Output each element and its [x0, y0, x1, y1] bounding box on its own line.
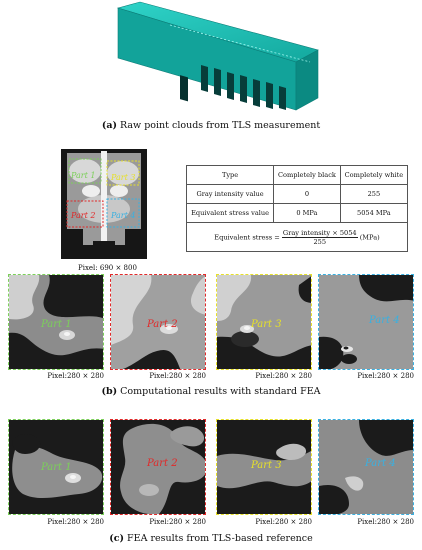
overview-label-part4: Part 4: [111, 211, 136, 220]
table-cell: 0: [273, 184, 341, 204]
caption-b: (b) Computational results with standard …: [101, 386, 321, 397]
formula-lhs: Equivalent stress =: [214, 233, 280, 241]
pixel-label-b3: Pixel:280 × 280: [255, 372, 312, 380]
stress-conversion-table: Type Completely black Completely white G…: [185, 165, 409, 252]
table-cell: Gray intensity value: [185, 184, 275, 204]
panel-c-part3: Part 3: [216, 419, 312, 515]
pixel-label-b1: Pixel:280 × 280: [47, 372, 104, 380]
overview-label-part3: Part 3: [111, 173, 136, 182]
panel-c-part4: Part 4: [318, 419, 414, 515]
table-cell: 0 MPa: [273, 203, 341, 223]
table-cell: Equivalent stress value: [185, 203, 275, 223]
pixel-label-b4: Pixel:280 × 280: [357, 372, 414, 380]
overview-pixel-label: Pixel: 690 × 800: [78, 264, 137, 272]
overview-label-part2: Part 2: [71, 211, 96, 220]
panel-c-label-part2: Part 2: [147, 458, 178, 469]
formula-denominator: 255: [313, 237, 327, 246]
panel-b-label-part1: Part 1: [41, 319, 72, 330]
pixel-label-c3: Pixel:280 × 280: [255, 518, 312, 526]
panel-b-label-part4: Part 4: [369, 315, 400, 326]
formula-numerator: Gray intensity × 5054: [281, 228, 358, 238]
table-cell: 255: [339, 184, 409, 204]
table-row: Gray intensity value 0 255: [185, 184, 409, 204]
panel-c-part2: Part 2: [110, 419, 206, 515]
overview-slice: Part 1 Part 3 Part 2 Part 4: [61, 149, 147, 259]
panel-c-label-part4: Part 4: [365, 458, 396, 469]
pixel-label-b2: Pixel:280 × 280: [149, 372, 206, 380]
pixel-label-c2: Pixel:280 × 280: [149, 518, 206, 526]
panel-b-label-part2: Part 2: [147, 319, 178, 330]
panel-c-label-part1: Part 1: [41, 462, 72, 473]
caption-a: (a) Raw point clouds from TLS measuremen…: [101, 120, 321, 131]
table-header-cell: Completely black: [273, 165, 341, 185]
formula-cell: Equivalent stress = Gray intensity × 505…: [186, 222, 408, 252]
panel-c-label-part3: Part 3: [251, 460, 282, 471]
table-header-cell: Type: [185, 165, 275, 185]
point-cloud-figure: [110, 0, 320, 112]
table-header-cell: Completely white: [339, 165, 409, 185]
table-formula-row: Equivalent stress = Gray intensity × 505…: [186, 222, 408, 252]
panel-b-part3: Part 3: [216, 274, 312, 370]
table-cell: 5054 MPa: [339, 203, 409, 223]
table-row: Equivalent stress value 0 MPa 5054 MPa: [185, 203, 409, 223]
pixel-label-c1: Pixel:280 × 280: [47, 518, 104, 526]
panel-c-part1: Part 1: [8, 419, 104, 515]
formula-unit: (MPa): [359, 233, 380, 241]
panel-b-part4: Part 4: [318, 274, 414, 370]
overview-label-part1: Part 1: [71, 171, 96, 180]
pixel-label-c4: Pixel:280 × 280: [357, 518, 414, 526]
caption-c: (c) FEA results from TLS-based reference: [109, 533, 313, 544]
formula-fraction: Gray intensity × 5054 255: [281, 228, 358, 246]
point-cloud-model: [116, 1, 319, 111]
panel-b-label-part3: Part 3: [251, 319, 282, 330]
panel-b-part1: Part 1: [8, 274, 104, 370]
panel-b-part2: Part 2: [110, 274, 206, 370]
table-header-row: Type Completely black Completely white: [185, 165, 409, 185]
